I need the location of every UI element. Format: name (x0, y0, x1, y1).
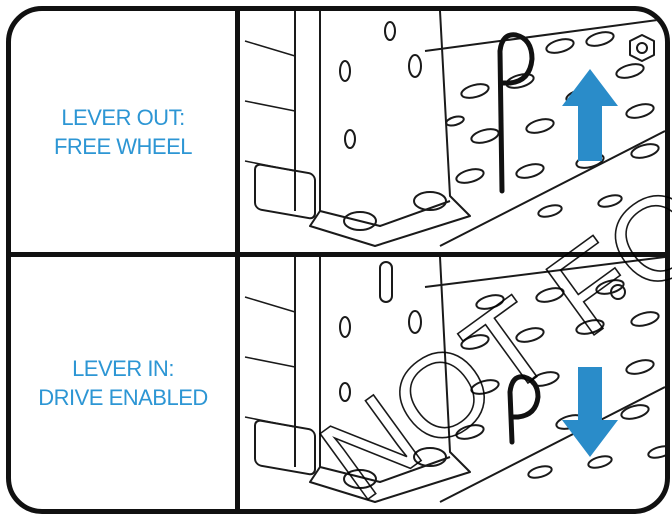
watermark-text: NOT FOR PRINT (298, 0, 672, 512)
